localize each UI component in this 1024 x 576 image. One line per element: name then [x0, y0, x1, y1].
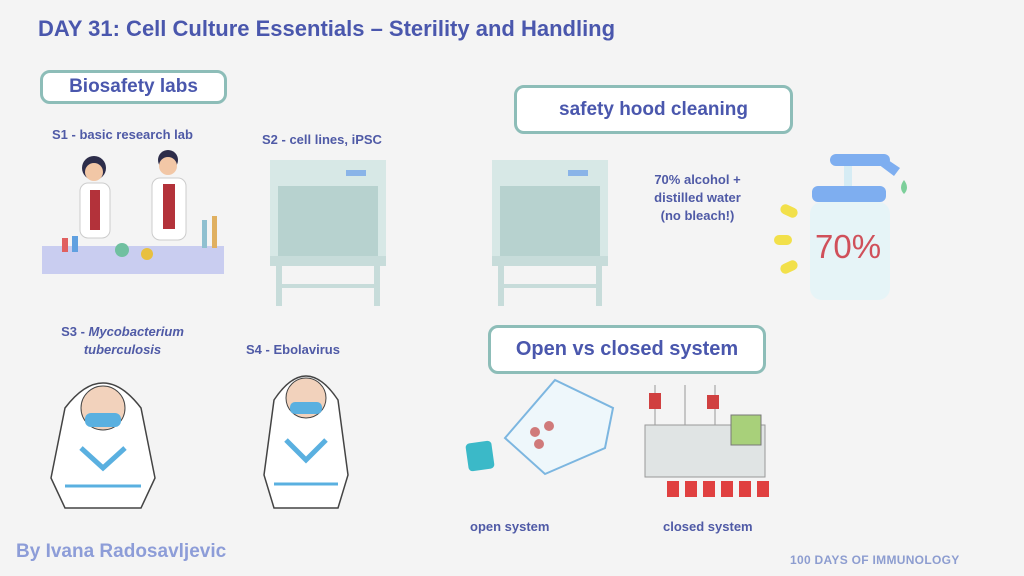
instruction-line: distilled water	[654, 190, 741, 205]
closed-system-device-icon	[644, 385, 769, 497]
alcohol-bottle-icon	[774, 154, 907, 300]
biosafety-heading: Biosafety labs	[40, 70, 227, 104]
instruction-line: (no bleach!)	[660, 208, 735, 223]
scientists-illustration	[42, 150, 224, 274]
open-system-label: open system	[470, 519, 550, 534]
hazmat-figure-s3	[50, 382, 156, 509]
biosafety-cabinet-cleaning	[492, 160, 608, 306]
cleaning-instructions: 70% alcohol + distilled water (no bleach…	[640, 171, 755, 225]
page-title: DAY 31: Cell Culture Essentials – Steril…	[38, 16, 616, 41]
instruction-line: 70% alcohol +	[654, 172, 741, 187]
closed-system-label: closed system	[663, 519, 753, 534]
series-name: 100 DAYS OF IMMUNOLOGY	[790, 553, 960, 567]
s3-label: S3 - Mycobacterium tuberculosis	[50, 323, 195, 359]
cell-culture-flask-icon	[465, 378, 615, 476]
s2-label: S2 - cell lines, iPSC	[262, 132, 382, 147]
s3-prefix: S3 -	[61, 324, 89, 339]
s1-label: S1 - basic research lab	[52, 127, 193, 142]
hazmat-figure-s4	[263, 375, 349, 509]
s4-label: S4 - Ebolavirus	[246, 342, 340, 357]
bottle-label: 70%	[815, 228, 882, 265]
author-credit: By Ivana Radosavljevic	[16, 541, 227, 562]
systems-heading: Open vs closed system	[488, 325, 766, 374]
s3-organism: Mycobacterium tuberculosis	[83, 324, 184, 357]
hood-cleaning-heading: safety hood cleaning	[514, 85, 793, 134]
biosafety-cabinet-s2	[270, 160, 386, 306]
